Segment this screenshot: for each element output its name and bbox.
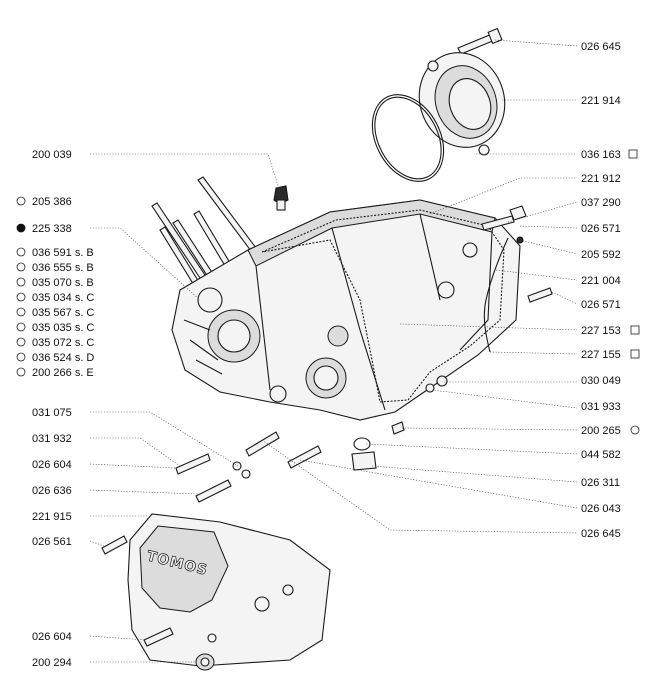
square-marker — [628, 149, 638, 159]
plug-200039 — [273, 185, 289, 211]
circle-marker — [16, 277, 26, 287]
part-label: 026 604 — [32, 631, 72, 643]
variant-label: 225 338 — [32, 223, 72, 235]
part-label: 221 912 — [581, 173, 621, 185]
parts-drawing: TOMOS — [101, 27, 553, 671]
drain-plug — [351, 437, 377, 471]
labels-left: 200 039 205 386 225 338 036 591 s. B 036… — [16, 149, 94, 669]
part-label: 026 571 — [581, 223, 621, 235]
seal-ring — [418, 52, 506, 156]
variant-label: 036 555 s. B — [32, 262, 94, 274]
side-cover: TOMOS — [127, 513, 331, 667]
part-label: 031 932 — [32, 433, 72, 445]
part-label: 026 043 — [581, 503, 621, 515]
part-label: 221 915 — [32, 511, 72, 523]
circle-marker — [16, 292, 26, 302]
variant-label: 035 034 s. C — [32, 292, 94, 304]
variant-label: 200 266 s. E — [32, 367, 94, 379]
circle-marker — [16, 196, 26, 206]
cable — [483, 237, 509, 353]
circle-marker — [16, 262, 26, 272]
variant-label: 205 386 — [32, 196, 72, 208]
lower-bolts — [101, 431, 322, 555]
part-label: 026 561 — [32, 536, 72, 548]
circle-marker — [16, 352, 26, 362]
part-label: 200 265 — [581, 425, 621, 437]
part-label: 036 163 — [581, 149, 621, 161]
bolt-top — [457, 27, 503, 55]
part-label: 044 582 — [581, 449, 621, 461]
part-label: 026 311 — [581, 477, 620, 489]
circle-marker — [16, 367, 26, 377]
part-label: 026 571 — [581, 299, 621, 311]
square-marker — [630, 325, 640, 335]
variant-label: 036 591 s. B — [32, 247, 94, 259]
part-label: 227 153 — [581, 325, 621, 337]
labels-right: 026 645 221 914 036 163 221 912 037 290 … — [581, 41, 640, 540]
dot-marker — [16, 223, 26, 233]
bottom-screws — [143, 627, 215, 671]
variant-label: 035 035 s. C — [32, 322, 94, 334]
part-label: 221 914 — [581, 95, 621, 107]
part-label: 031 075 — [32, 407, 72, 419]
o-ring — [371, 94, 445, 182]
part-label: 205 592 — [581, 249, 621, 261]
variant-label: 035 072 s. C — [32, 337, 94, 349]
circle-marker — [16, 337, 26, 347]
part-label: 031 933 — [581, 401, 621, 413]
part-label: 200 294 — [32, 657, 72, 669]
part-label: 037 290 — [581, 197, 621, 209]
circle-marker — [16, 322, 26, 332]
part-label: 026 636 — [32, 485, 72, 497]
variant-label: 035 070 s. B — [32, 277, 94, 289]
circle-marker — [16, 247, 26, 257]
crankcase — [171, 199, 521, 421]
part-label: 227 155 — [581, 349, 621, 361]
part-label: 030 049 — [581, 375, 621, 387]
part-label: 026 604 — [32, 459, 72, 471]
variant-label: 036 524 s. D — [32, 352, 94, 364]
part-label: 026 645 — [581, 41, 621, 53]
variant-label: 035 567 s. C — [32, 307, 94, 319]
right-screws — [391, 205, 553, 435]
part-label: 221 004 — [581, 275, 621, 287]
square-marker — [630, 349, 640, 359]
leader-lines — [89, 39, 578, 663]
circle-marker — [16, 307, 26, 317]
part-label: 200 039 — [32, 149, 72, 161]
part-label: 026 645 — [581, 528, 621, 540]
circle-marker — [630, 425, 640, 435]
